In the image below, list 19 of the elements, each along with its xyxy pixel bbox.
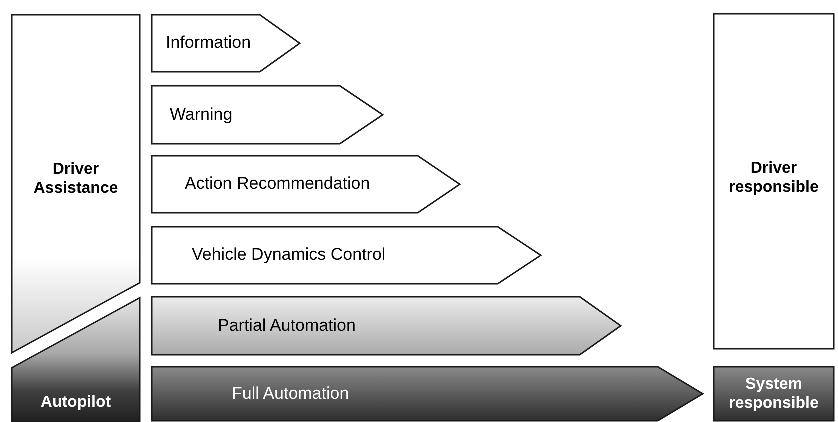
node-label: Driver Assistance <box>32 160 120 198</box>
node-label: Full Automation <box>232 384 350 404</box>
pentagon-level-banner <box>152 156 460 213</box>
pentagon-level-banner <box>152 15 300 72</box>
node-label: Partial Automation <box>218 316 356 336</box>
node-label: Action Recommendation <box>185 174 370 194</box>
responsibility-panel <box>714 367 834 421</box>
node-label: Driver responsible <box>728 159 820 198</box>
node-label: Autopilot <box>40 393 112 412</box>
node-label: Information <box>166 33 252 53</box>
node-label: Vehicle Dynamics Control <box>192 245 386 265</box>
node-label: Warning <box>170 105 233 125</box>
pentagon-level-banner <box>152 86 383 144</box>
responsibility-panel <box>714 14 834 349</box>
pentagon-level-banner <box>152 297 621 355</box>
node-label: System responsible <box>728 375 820 414</box>
level-column <box>12 298 140 422</box>
pentagon-level-banner <box>152 367 703 421</box>
pentagon-level-banner <box>152 227 541 284</box>
